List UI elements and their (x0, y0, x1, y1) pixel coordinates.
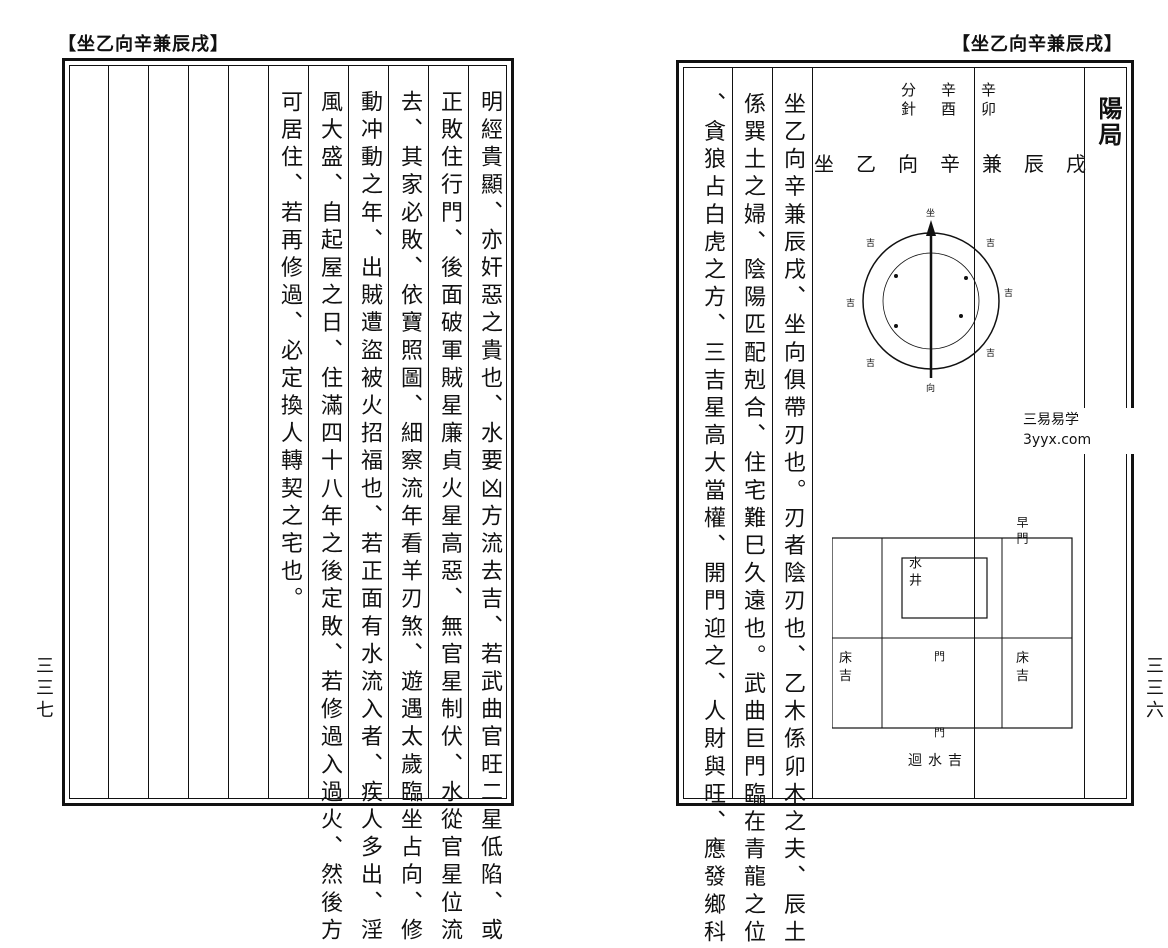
svg-text:吉: 吉 (866, 358, 875, 369)
left-empty-col (148, 66, 188, 798)
left-page-number: 三三七 (33, 656, 54, 722)
left-text-column: 風大盛、自起屋之日、住滿四十八年之後定敗、若修過入過火、然後方 (317, 90, 342, 946)
svg-text:吉: 吉 (1004, 288, 1013, 299)
left-text-column: 去、其家必敗、依寶照圖、細察流年看羊刃煞、遊遇太歲臨坐占向、修 (397, 90, 422, 946)
dial-label-right: 分針 (899, 82, 917, 120)
left-col-6: 可居住、若再修過、必定換人轉契之宅也。 (268, 66, 308, 798)
right-page-number: 三三六 (1143, 656, 1164, 722)
right-text-column: 坐乙向辛兼辰戌、坐向俱帶刃也。刃者陰刃也、乙木係卯木之夫、辰土 (780, 92, 805, 948)
right-page: 【坐乙向辛兼辰戌】 陽局 辛卯 辛酉 分針 坐乙向辛兼辰戌 (600, 0, 1168, 948)
plan-inner-label: 水井 (906, 556, 921, 590)
left-empty-col (108, 66, 148, 798)
left-empty-col (188, 66, 228, 798)
left-page-inner-frame: 明經貴顯、亦奸惡之貴也、水要凶方流去吉、若武曲官旺二星低陷、或 正敗住行門、後面… (69, 65, 507, 946)
left-page: 【坐乙向辛兼辰戌】 明經貴顯、亦奸惡之貴也、水要凶方流去吉、若武曲官旺二星低陷、… (0, 0, 560, 946)
right-header-title: 【坐乙向辛兼辰戌】 (952, 34, 1123, 55)
plan-right-label: 床吉 (1016, 651, 1030, 684)
left-col-2: 正敗住行門、後面破軍賊星廉貞火星高惡、無官星制伏、水從官星位流 (428, 66, 468, 946)
plan-bottom-caption: 迴水吉 (908, 753, 968, 769)
left-header-title: 【坐乙向辛兼辰戌】 (58, 34, 229, 55)
svg-text:吉: 吉 (986, 238, 995, 249)
compass-diagram: 坐 吉 吉 吉 吉 吉 吉 向 (846, 208, 1013, 394)
left-col-5: 風大盛、自起屋之日、住滿四十八年之後定敗、若修過入過火、然後方 (308, 66, 348, 946)
diagram-title: 坐乙向辛兼辰戌 (814, 152, 1108, 176)
plan-center-label: 門 (934, 650, 945, 663)
left-page-frame: 明經貴顯、亦奸惡之貴也、水要凶方流去吉、若武曲官旺二星低陷、或 正敗住行門、後面… (62, 58, 514, 946)
right-page-inner-frame: 陽局 辛卯 辛酉 分針 坐乙向辛兼辰戌 坐 吉 (683, 67, 1137, 948)
svg-text:吉: 吉 (986, 348, 995, 359)
right-page-frame: 陽局 辛卯 辛酉 分針 坐乙向辛兼辰戌 坐 吉 (676, 60, 1137, 948)
left-empty-col (228, 66, 268, 798)
watermark-line-2: 3yyx.com (1023, 432, 1092, 448)
right-col-divider (772, 68, 812, 798)
svg-text:吉: 吉 (866, 238, 875, 249)
plan-bottom-label: 門 (934, 726, 945, 739)
left-col-1: 明經貴顯、亦奸惡之貴也、水要凶方流去吉、若武曲官旺二星低陷、或 (468, 66, 506, 946)
diagram-area-divider (812, 68, 1092, 798)
left-text-column: 動冲動之年、出賊遭盜被火招福也、若正面有水流入者、疾人多出、淫 (357, 90, 382, 946)
right-text-column: 係巽土之婦、陰陽匹配剋合、住宅難巳久遠也。武曲巨門臨在青龍之位 (740, 92, 765, 948)
watermark-line-1: 三易易学 (1023, 412, 1079, 428)
plan-left-label: 床吉 (839, 651, 853, 684)
site-watermark: 三易易学 3yyx.com (1009, 408, 1137, 454)
svg-text:坐: 坐 (926, 208, 935, 219)
right-col-divider (732, 68, 772, 798)
svg-text:吉: 吉 (846, 298, 855, 309)
right-text-column: 、貪狼占白虎之方、三吉星高大當權、開門迎之、人財與旺、應發鄉科 (700, 92, 725, 948)
dial-label-left: 辛卯 (979, 82, 997, 120)
left-text-column: 正敗住行門、後面破軍賊星廉貞火星高惡、無官星制伏、水從官星位流 (437, 90, 462, 946)
left-text-column: 可居住、若再修過、必定換人轉契之宅也。 (277, 90, 302, 615)
right-col-1 (974, 68, 1014, 798)
left-text-column: 明經貴顯、亦奸惡之貴也、水要凶方流去吉、若武曲官旺二星低陷、或 (477, 90, 502, 946)
svg-text:向: 向 (926, 382, 935, 394)
plan-top-right-label: 早門 (1015, 516, 1029, 548)
section-label: 陽局 (1094, 96, 1122, 148)
floor-plan-diagram (832, 537, 1073, 729)
left-col-3: 去、其家必敗、依寶照圖、細察流年看羊刃煞、遊遇太歲臨坐占向、修 (388, 66, 428, 946)
left-col-4: 動冲動之年、出賊遭盜被火招福也、若正面有水流入者、疾人多出、淫 (348, 66, 388, 946)
dial-label-mid: 辛酉 (939, 82, 957, 120)
